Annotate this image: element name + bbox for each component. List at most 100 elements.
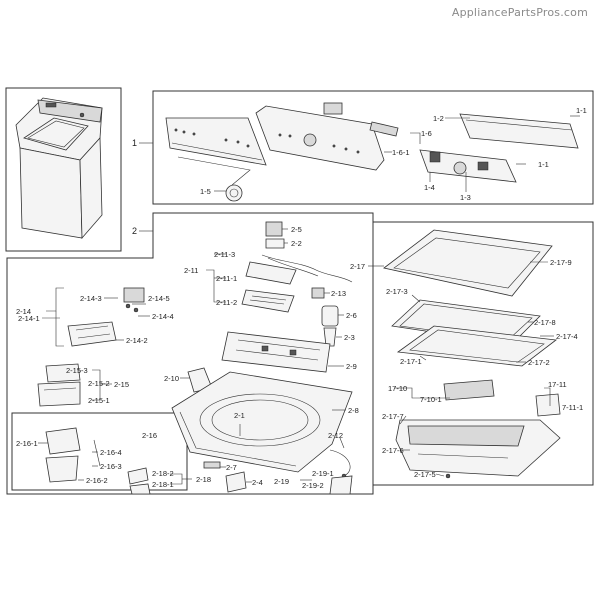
- part-2-17-1: [396, 325, 558, 367]
- label-2-14-2: 2-14-2: [126, 336, 148, 345]
- part-2-14-5: [123, 287, 145, 303]
- label-2-16: 2-16: [142, 431, 157, 440]
- part-17-11: [535, 393, 561, 417]
- display-pcb: [419, 149, 517, 183]
- label-2-8: 2-8: [348, 406, 359, 415]
- label-2-16-2: 2-16-2: [86, 476, 108, 485]
- label-2-15-3: 2-15-3: [66, 366, 88, 375]
- label-17-11: 17-11: [548, 380, 567, 389]
- control-overlay: [165, 117, 267, 166]
- rear-cover: [459, 113, 579, 149]
- label-1-5: 1-5: [200, 187, 211, 196]
- label-2-18-1: 2-18-1: [152, 480, 174, 489]
- part-2-6: [321, 305, 339, 327]
- part-2-16-4: [93, 439, 101, 467]
- section-2-label: 2: [132, 226, 137, 236]
- label-2-14-3: 2-14-3: [80, 294, 102, 303]
- part-2-11-1: [245, 261, 297, 285]
- part-2-16-2: [45, 455, 79, 483]
- label-2-14-1: 2-14-1: [18, 314, 40, 323]
- label-1-4: 1-4: [424, 183, 435, 192]
- label-2-9: 2-9: [346, 362, 357, 371]
- part-2-3: [323, 327, 337, 347]
- label-2-16-1: 2-16-1: [16, 439, 38, 448]
- label-1-1: 1-1: [538, 160, 549, 169]
- label-2-17-2: 2-17-2: [528, 358, 550, 367]
- label-2-17: 2-17: [350, 262, 365, 271]
- label-2-17-6: 2-17-6: [382, 446, 404, 455]
- label-2-14-4: 2-14-4: [152, 312, 174, 321]
- label-2-14: 2-14: [16, 307, 31, 316]
- label-2-1: 2-1: [234, 411, 245, 420]
- part-2-17-9: [383, 229, 553, 297]
- knob: [225, 184, 243, 202]
- label-2-17-4: 2-17-4: [556, 332, 578, 341]
- label-2-12: 2-12: [328, 431, 343, 440]
- section-2: 2: [6, 212, 594, 495]
- pcb-small: [323, 102, 343, 115]
- part-2-17-5: [445, 473, 451, 479]
- label-2-17-5: 2-17-5: [414, 470, 436, 479]
- label-2-4: 2-4: [252, 478, 263, 487]
- part-2-18-1: [129, 483, 151, 495]
- label-2-15-1: 2-15-1: [88, 396, 110, 405]
- label-2-13: 2-13: [331, 289, 346, 298]
- section-1-frame: [152, 90, 594, 205]
- label-2-17-9: 2-17-9: [550, 258, 572, 267]
- part-2-12: [329, 449, 351, 477]
- part-2-16-1: [45, 427, 81, 455]
- label-2-11-3: 2-11-3: [214, 250, 235, 259]
- label-2-14-5: 2-14-5: [148, 294, 170, 303]
- label-1-2: 1-2: [433, 114, 444, 123]
- part-2-9: [221, 331, 331, 373]
- part-2-15-1: [37, 381, 81, 407]
- label-2-11-2: 2-11-2: [216, 298, 237, 307]
- part-2-7: [203, 461, 221, 469]
- label-2-17-3: 2-17-3: [386, 287, 408, 296]
- label-7-10-1: 7-10-1: [420, 395, 442, 404]
- part-2-15-3: [45, 363, 81, 383]
- section-2-16-frame: [11, 412, 188, 491]
- section-2-17-frame: [372, 221, 594, 486]
- part-2-1: [171, 371, 353, 473]
- label-2-17-1: 2-17-1: [400, 357, 422, 366]
- label-2-15: 2-15: [114, 380, 129, 389]
- watermark: AppliancePartsPros.com: [451, 6, 588, 19]
- part-2-4: [225, 471, 247, 493]
- label-2-3: 2-3: [344, 333, 355, 342]
- label-1-3: 1-3: [460, 193, 471, 202]
- label-2-18: 2-18: [196, 475, 211, 484]
- part-2-13: [311, 287, 325, 299]
- pcb-strip: [369, 121, 399, 137]
- part-2-18-2: [127, 467, 149, 485]
- section-2-frame: [6, 212, 374, 495]
- label-2-15-2: 2-15-2: [88, 379, 110, 388]
- label-2-2: 2-2: [291, 239, 302, 248]
- control-panel-frame: [255, 105, 385, 171]
- label-2-16-4: 2-16-4: [100, 448, 122, 457]
- label-2-19: 2-19: [274, 477, 289, 486]
- label-2-11: 2-11: [184, 266, 198, 275]
- label-2-10: 2-10: [164, 374, 179, 383]
- label-1-6: 1-6: [421, 129, 432, 138]
- part-labels: 1-1 1-2 1-6 1-6-1 1-1 1-4 1-3 1-5 2-5 2-…: [16, 106, 587, 490]
- label-2-6: 2-6: [346, 311, 357, 320]
- part-2-19: [329, 475, 353, 495]
- washer-frame: [5, 87, 122, 252]
- part-2-11-3: [261, 254, 353, 283]
- section-1: 1: [132, 90, 594, 205]
- part-2-5: [265, 221, 283, 237]
- part-17-10: [443, 379, 495, 401]
- label-1-1-top: 1-1: [576, 106, 587, 115]
- leader-lines: [38, 115, 580, 485]
- label-2-19-1: 2-19-1: [312, 469, 334, 478]
- label-2-17-7: 2-17-7: [382, 412, 404, 421]
- label-1-6-1: 1-6-1: [392, 148, 410, 157]
- washer-overview: [5, 87, 122, 252]
- label-2-19-2: 2-19-2: [302, 481, 324, 490]
- label-2-16-3: 2-16-3: [100, 462, 122, 471]
- label-2-5: 2-5: [291, 225, 302, 234]
- section-1-label: 1: [132, 138, 137, 148]
- label-17-10: 17-10: [388, 384, 407, 393]
